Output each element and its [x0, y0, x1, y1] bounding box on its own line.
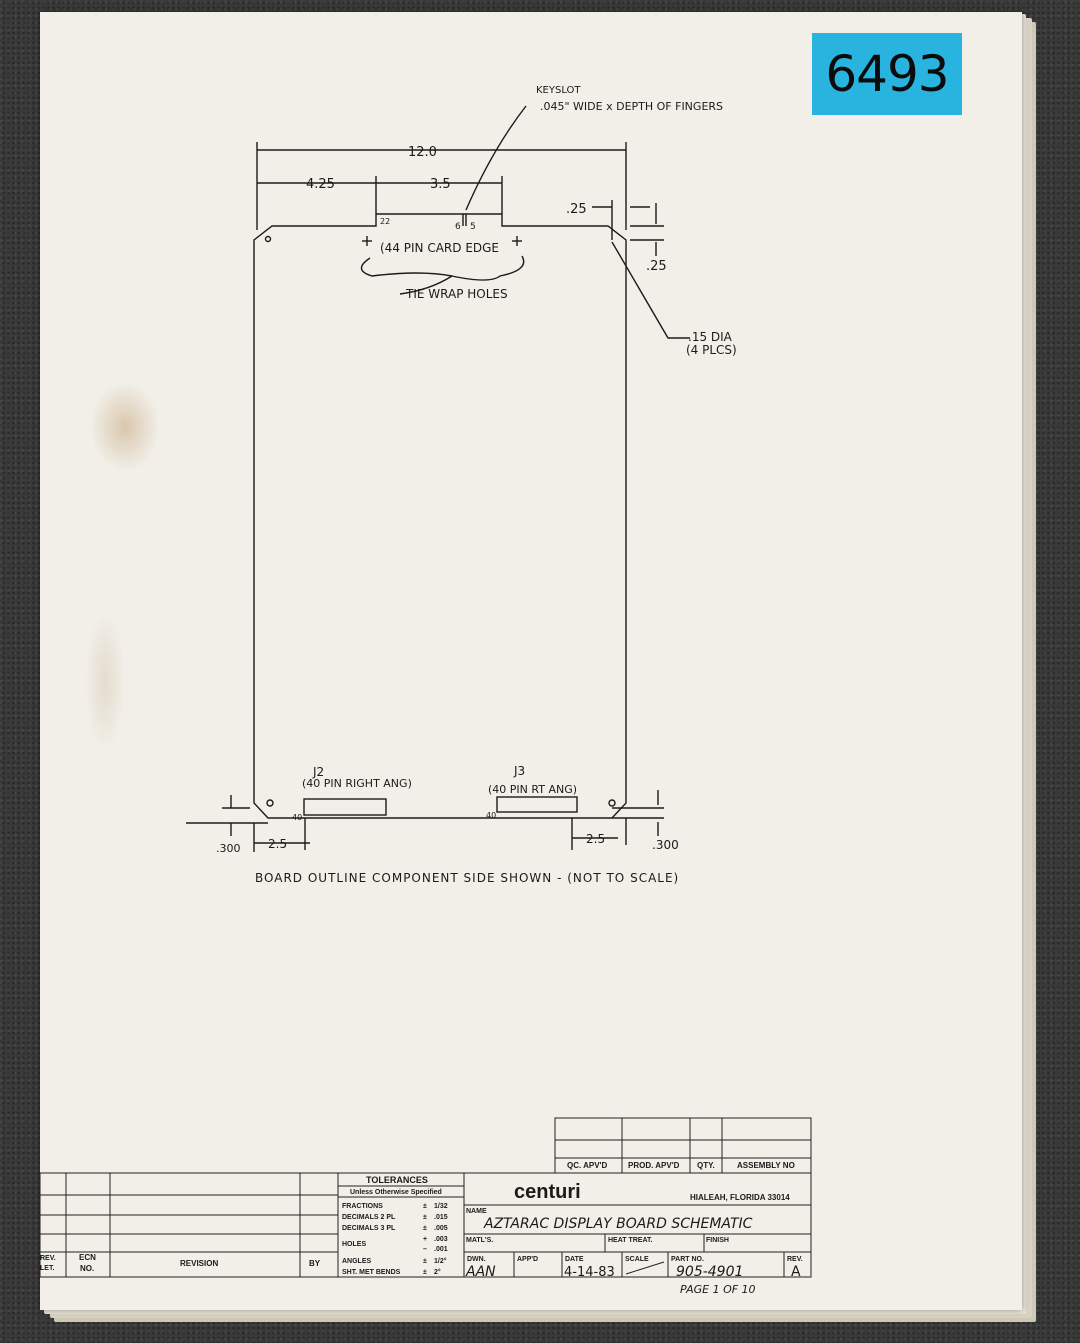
date-value: 4-14-83 [564, 1265, 615, 1280]
number-sticker: 6493 [812, 33, 962, 115]
date-label: DATE [565, 1256, 584, 1263]
dim-left: 4.25 [306, 177, 335, 192]
board-outline [253, 213, 627, 819]
tol-sign: ± [423, 1225, 427, 1232]
finish-label: FINISH [706, 1237, 729, 1244]
qty-label: QTY. [697, 1161, 715, 1170]
tol-sign: ± [423, 1258, 427, 1265]
dim-slot: 3.5 [430, 177, 451, 192]
document-page [40, 12, 1022, 1310]
drawing-name: AZTARAC DISPLAY BOARD SCHEMATIC [483, 1216, 753, 1232]
drawn-label: DWN. [467, 1256, 486, 1263]
hole-count-label: (4 PLCS) [686, 343, 737, 357]
ecn-label: NO. [80, 1264, 94, 1273]
part-number-value: 905-4901 [676, 1264, 743, 1280]
page-indicator: PAGE 1 OF 10 [680, 1283, 756, 1296]
tol-label: HOLES [342, 1241, 366, 1248]
dim-corner-v: .25 [646, 259, 667, 274]
keyslot-spec: .045" WIDE x DEPTH OF FINGERS [540, 100, 723, 113]
tol-sign: ± [423, 1269, 427, 1276]
revision-label: REVISION [180, 1259, 218, 1268]
tol-sign: ± [423, 1214, 427, 1221]
j2-desc: (40 PIN RIGHT ANG) [302, 777, 412, 790]
name-label: NAME [466, 1208, 487, 1215]
tol-value: .005 [434, 1225, 448, 1232]
tol-value: .003 [434, 1236, 448, 1243]
company-logo: centuri [514, 1181, 581, 1203]
approved-label: APP'D [517, 1256, 538, 1263]
pin-6: 6 [455, 222, 461, 232]
drawing-caption: BOARD OUTLINE COMPONENT SIDE SHOWN - (NO… [255, 871, 679, 885]
rev-letter-label: REV. [40, 1255, 56, 1262]
by-label: BY [309, 1259, 321, 1268]
qc-approved-label: QC. APV'D [567, 1161, 608, 1170]
tie-wrap-label: TIE WRAP HOLES [405, 287, 508, 301]
pin-40-left: 40 [292, 813, 302, 822]
dim-bottom-left-v: .300 [216, 842, 241, 855]
heat-treat-label: HEAT TREAT. [608, 1237, 653, 1244]
dim-bottom-right-v: .300 [652, 838, 679, 852]
tol-sign: ± [423, 1203, 427, 1210]
tol-value: 1/32 [434, 1203, 448, 1210]
tol-value: 2° [434, 1268, 441, 1276]
rev-label: REV. [787, 1256, 803, 1263]
dim-bottom-right-h: 2.5 [586, 832, 605, 846]
tolerances-subheading: Unless Otherwise Specified [350, 1189, 442, 1196]
materials-label: MATL'S. [466, 1237, 493, 1244]
ecn-label: ECN [79, 1253, 96, 1262]
assembly-no-label: ASSEMBLY NO [737, 1161, 795, 1170]
scale-label: SCALE [625, 1256, 649, 1263]
part-number-label: PART NO. [671, 1256, 704, 1263]
tol-value: 1/2° [434, 1257, 447, 1265]
tol-sign: + [423, 1236, 427, 1243]
tol-label: SHT. MET BENDS [342, 1269, 401, 1276]
pin-40-right: 40 [486, 811, 496, 820]
tol-label: DECIMALS 3 PL [342, 1225, 396, 1232]
card-edge-label: (44 PIN CARD EDGE [380, 241, 499, 255]
tol-value: .015 [434, 1214, 448, 1221]
stain-mark [90, 382, 160, 472]
tol-label: DECIMALS 2 PL [342, 1214, 396, 1221]
tol-label: ANGLES [342, 1258, 372, 1265]
j2-name: J2 [312, 765, 324, 779]
tolerances-heading: TOLERANCES [366, 1175, 428, 1185]
pin-5: 5 [470, 222, 476, 232]
hole-dia-label: .15 DIA [688, 330, 733, 344]
dim-overall: 12.0 [408, 145, 437, 160]
stain-mark [85, 612, 125, 752]
j3-name: J3 [513, 764, 525, 778]
tol-label: FRACTIONS [342, 1203, 383, 1210]
tol-value: .001 [434, 1246, 448, 1253]
pin-22: 22 [380, 217, 390, 226]
rev-letter-label: LET. [40, 1265, 54, 1272]
dim-corner-h: .25 [566, 202, 587, 217]
tol-sign: – [423, 1246, 427, 1253]
dim-bottom-left-h: 2.5 [268, 837, 287, 851]
company-location: HIALEAH, FLORIDA 33014 [690, 1193, 790, 1202]
j3-desc: (40 PIN RT ANG) [488, 783, 577, 796]
drawn-by-value: AAN [465, 1264, 496, 1280]
title-block [39, 1117, 812, 1278]
keyslot-label: KEYSLOT [536, 85, 581, 96]
rev-value: A [791, 1264, 801, 1280]
prod-approved-label: PROD. APV'D [628, 1161, 680, 1170]
